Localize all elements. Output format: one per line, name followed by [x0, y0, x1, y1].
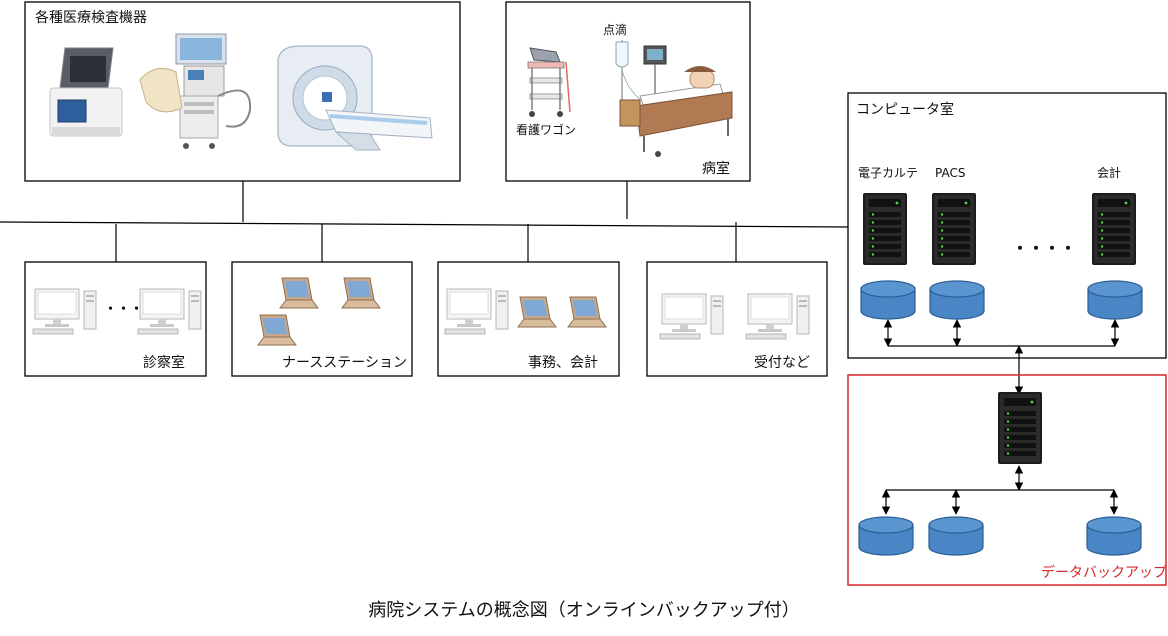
office-title: 事務、会計 — [528, 355, 598, 371]
reception-title: 受付など — [754, 355, 810, 371]
ward-box: 病室 点滴 看護ワゴン — [506, 2, 750, 181]
computer-room-title: コンピュータ室 — [856, 101, 954, 118]
cart-label: 看護ワゴン — [516, 122, 576, 137]
backup-disk-icon-3 — [1087, 517, 1141, 555]
server-ellipsis: ・・・・ — [1012, 239, 1076, 258]
disk-icon-pacs — [930, 281, 984, 319]
ward-title: 病室 — [702, 160, 730, 177]
backup-links — [886, 466, 1114, 514]
network-lines — [0, 181, 848, 262]
server-label-accounting: 会計 — [1097, 165, 1121, 180]
equipment-title: 各種医療検査機器 — [35, 9, 147, 26]
exam-room-title: 診察室 — [143, 354, 185, 371]
equipment-box: 各種医療検査機器 — [25, 2, 460, 181]
drip-label: 点滴 — [603, 22, 627, 37]
disk-icon-accounting — [1088, 281, 1142, 319]
nurse-station-box: ナースステーション — [232, 262, 412, 376]
office-box: 事務、会計 — [438, 262, 619, 376]
disk-icon-emr — [861, 281, 915, 319]
backup-box: データバックアップ — [848, 375, 1167, 585]
backup-server-icon — [998, 392, 1042, 464]
reception-box: 受付など — [647, 262, 827, 376]
server-icon-emr — [863, 193, 907, 265]
backup-disk-icon-2 — [929, 517, 983, 555]
computer-room-box: コンピュータ室 電子カルテ PACS 会計 ・・・・ — [848, 93, 1166, 394]
server-label-emr: 電子カルテ — [858, 166, 918, 180]
diagram-caption: 病院システムの概念図（オンラインバックアップ付） — [368, 599, 799, 621]
server-icon-pacs — [932, 193, 976, 265]
server-icon-accounting — [1092, 193, 1136, 265]
exam-room-box: ・・・・ 診察室 — [25, 262, 206, 376]
backup-title: データバックアップ — [1041, 564, 1167, 581]
nurse-station-title: ナースステーション — [282, 355, 407, 371]
server-label-pacs: PACS — [935, 166, 965, 180]
backup-disk-icon-1 — [859, 517, 913, 555]
